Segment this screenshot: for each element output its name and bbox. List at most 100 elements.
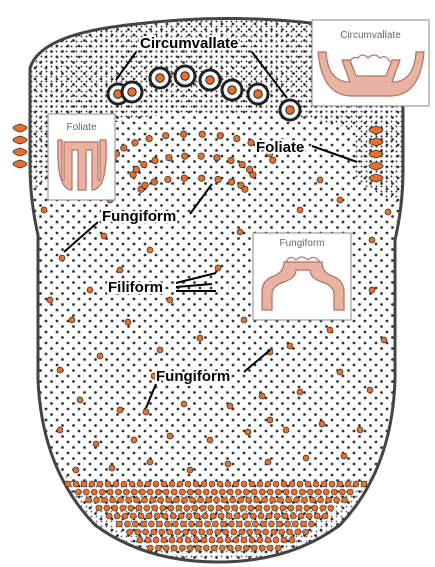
fungiform-papilla [216,132,224,140]
tip-papilla [261,496,268,504]
leader-fungiform-upper-a [63,221,99,253]
tip-papilla [111,504,119,512]
tip-papilla [253,496,260,504]
tip-papilla [333,496,340,504]
tip-papilla [93,496,100,504]
tip-papilla [169,512,177,520]
tip-papilla [168,536,176,544]
tip-papilla [338,488,346,496]
tip-papilla [74,488,82,496]
fungiform-papilla [180,174,188,182]
tip-papilla [228,520,235,528]
tip-papilla [176,536,184,544]
foliate-tissue-icon [57,139,107,191]
tip-papilla [279,504,287,512]
tip-papilla [185,512,193,520]
tip-papilla [277,496,284,504]
fungiform-papilla [265,150,274,158]
tip-papilla [205,496,212,504]
fungiform-papilla [296,388,304,396]
tip-papilla [321,512,329,520]
fungiform-papilla [124,318,132,326]
tip-papilla [214,528,222,536]
tip-papilla [311,504,319,512]
fungiform-papilla [140,160,148,169]
tip-papilla [152,480,160,488]
foliate-ridge [12,123,28,133]
tip-papilla [224,536,232,544]
tip-papilla [268,520,275,528]
fungiform-papilla [282,426,290,434]
tip-papilla [229,496,236,504]
tip-papilla [88,480,96,488]
foliate-ridge [368,173,384,183]
tip-papilla [198,528,206,536]
tip-papilla [133,496,140,504]
leader-lines [63,51,358,409]
tip-papilla [145,512,153,520]
inset-circumvallate: Circumvallate [311,19,430,107]
fungiform-papilla [214,175,222,184]
tip-papilla [165,496,172,504]
tip-papilla [170,488,178,496]
tip-papilla [96,480,104,488]
fungiform-papilla [366,386,374,394]
tip-papilla [256,480,264,488]
inset-fungiform-title: Fungiform [279,238,324,249]
tip-papilla [138,488,146,496]
tip-papilla [232,480,240,488]
tip-papilla [264,536,272,544]
fungiform-papilla [286,342,294,350]
leader-circumvallate-right [251,51,288,99]
tip-papilla [344,480,352,488]
tip-papilla [132,520,139,528]
tip-papilla [146,544,154,552]
tip-papilla [306,488,314,496]
tip-papilla [218,488,226,496]
tip-papilla [90,488,98,496]
fungiform-papilla [96,352,104,360]
tip-papilla [213,496,220,504]
tip-papilla [164,520,171,528]
tip-papilla [156,520,163,528]
fungiform-papilla [240,316,248,324]
fungiform-papilla [316,176,324,184]
tip-papilla [197,496,204,504]
fungiform-papilla [228,178,236,186]
tip-papilla [127,504,135,512]
fungiform-papilla [145,134,153,143]
fungiform-papilla [197,152,205,160]
tip-papilla [212,520,219,528]
tip-papilla [113,512,121,520]
fungiform-papilla [227,156,235,165]
tip-papilla [146,488,154,496]
tip-papilla [281,512,289,520]
circumvallate-papilla-core [155,73,165,83]
fungiform-tissue-icon [261,261,345,311]
tip-papilla [292,520,299,528]
fungiform-papilla [249,171,257,179]
foliate-ridge [12,135,28,145]
tip-papilla [280,536,288,544]
tip-papilla [106,488,114,496]
tip-papilla [238,528,246,536]
fungiform-papilla [336,196,344,204]
label-fungiform-upper: Fungiform [102,208,176,225]
tip-papilla [202,488,210,496]
tip-papilla [217,512,225,520]
tip-papilla [200,536,208,544]
tip-papilla [233,512,241,520]
fungiform-papilla [56,426,64,434]
tip-papilla [254,528,262,536]
fungiform-papilla [258,144,266,152]
tip-papilla [101,496,108,504]
fungiform-papilla [340,452,348,460]
tip-papilla [263,504,271,512]
tip-papilla [293,496,300,504]
tip-papilla [301,496,308,504]
fungiform-bud-icon [285,256,321,263]
fungiform-papilla [68,316,76,324]
tip-papilla [285,496,292,504]
tip-papilla [298,488,306,496]
tip-papilla [121,512,129,520]
